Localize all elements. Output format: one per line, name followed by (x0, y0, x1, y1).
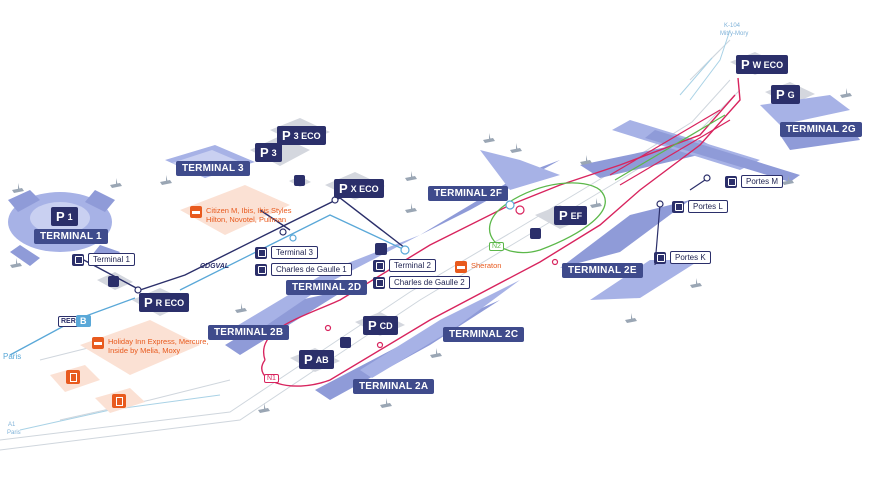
station-cdg-2[interactable]: Charles de Gaulle 2 (373, 276, 470, 289)
parking-p3[interactable]: P 3 (255, 143, 282, 162)
bus-icon (654, 251, 666, 264)
paris-label: Paris (3, 352, 22, 361)
hotel-names: Sheraton (471, 261, 502, 270)
terminal-2d-label[interactable]: TERMINAL 2D (286, 280, 368, 295)
parking-px-eco[interactable]: P X ECO (334, 179, 384, 198)
bus-icon (340, 337, 351, 348)
n2-badge: N2 (489, 242, 504, 251)
train-icon (255, 246, 267, 259)
n2-shuttle-line (488, 182, 606, 254)
terminal-2c-label[interactable]: TERMINAL 2C (443, 327, 525, 342)
station-name: Terminal 2 (389, 259, 436, 272)
parking-pr-eco[interactable]: P R ECO (139, 293, 190, 312)
parking-pw-eco[interactable]: P W ECO (736, 55, 789, 74)
parking-suffix: 3 (271, 147, 277, 158)
train-icon (373, 259, 385, 272)
parking-p-letter: P (260, 145, 269, 160)
parking-pab[interactable]: P AB (299, 350, 334, 369)
terminal-2a-label[interactable]: TERMINAL 2A (353, 379, 435, 394)
parking-suffix: G (787, 89, 795, 100)
station-name: Charles de Gaulle 1 (271, 263, 352, 276)
station-terminal-1[interactable]: Terminal 1 (72, 253, 135, 266)
terminal-2e-label[interactable]: TERMINAL 2E (562, 263, 643, 278)
parking-suffix: CD (379, 320, 393, 331)
parking-suffix: X ECO (350, 183, 379, 194)
cdgval-nodes (289, 200, 515, 255)
n1-badge: N1 (264, 374, 279, 383)
terminal-1-label[interactable]: TERMINAL 1 (34, 229, 108, 244)
terminal-3-label[interactable]: TERMINAL 3 (176, 161, 250, 176)
station-name: Charles de Gaulle 2 (389, 276, 470, 289)
parking-pcd[interactable]: P CD (363, 316, 398, 335)
k104-label: K-104 (724, 23, 741, 29)
rail-lines (609, 109, 731, 186)
hotel-group-2[interactable]: Holiday Inn Express, Mercure, Inside by … (92, 337, 208, 355)
station-name: Portes M (741, 175, 784, 188)
parking-suffix: 1 (67, 211, 73, 222)
terminal-2b-label[interactable]: TERMINAL 2B (208, 325, 290, 340)
bus-icon (725, 175, 737, 188)
station-cdg-1[interactable]: Charles de Gaulle 1 (255, 263, 352, 276)
parking-p-letter: P (282, 128, 291, 143)
k104-sub-label: Mitry-Mory (720, 31, 749, 37)
station-portes-m[interactable]: Portes M (725, 175, 784, 188)
hotel-sheraton[interactable]: Sheraton (455, 261, 501, 273)
parking-p3-eco[interactable]: P 3 ECO (277, 126, 326, 145)
bus-icon (375, 243, 387, 255)
parking-p-letter: P (368, 318, 377, 333)
bus-icon (108, 276, 119, 287)
parking-p-letter: P (776, 87, 785, 102)
train-icon (373, 276, 385, 289)
station-terminal-3[interactable]: Terminal 3 (255, 246, 318, 259)
airplane-icons (10, 88, 852, 413)
hotel-icon (455, 261, 467, 273)
station-name: Terminal 3 (271, 246, 318, 259)
hotel-icon (92, 337, 104, 349)
station-portes-k[interactable]: Portes K (654, 251, 711, 264)
cdgval-line (179, 214, 406, 291)
station-name: Terminal 1 (88, 253, 135, 266)
bus-icon (294, 175, 305, 186)
parking-p1[interactable]: P 1 (51, 207, 78, 226)
terminal-2g-label[interactable]: TERMINAL 2G (780, 122, 862, 137)
parking-p-letter: P (56, 209, 65, 224)
parking-p-letter: P (144, 295, 153, 310)
parking-pef[interactable]: P EF (554, 206, 588, 225)
train-icon (72, 253, 84, 266)
station-name: Portes K (670, 251, 711, 264)
parking-p-letter: P (339, 181, 348, 196)
rer-line (79, 197, 406, 291)
terminal-2f-label[interactable]: TERMINAL 2F (428, 186, 509, 201)
bus-icon (530, 228, 541, 239)
parking-suffix: EF (570, 210, 583, 221)
line-b-badge: B (76, 315, 91, 327)
n1-shuttle-line (261, 77, 741, 387)
a1-label: A1 (8, 422, 16, 428)
station-terminal-2[interactable]: Terminal 2 (373, 259, 436, 272)
bus-icon (672, 200, 684, 213)
hotel-icon (190, 206, 202, 218)
hotel-group-1[interactable]: Citizen M, Ibis, Ibis Styles Hilton, Nov… (190, 206, 291, 224)
parking-pg[interactable]: P G (771, 85, 800, 104)
parking-suffix: 3 ECO (293, 130, 321, 141)
hotel-names: Citizen M, Ibis, Ibis Styles Hilton, Nov… (206, 206, 292, 224)
station-portes-l[interactable]: Portes L (672, 200, 728, 213)
parking-p-letter: P (741, 57, 750, 72)
station-name: Portes L (688, 200, 728, 213)
parking-suffix: R ECO (155, 297, 185, 308)
fuel-station-icon (112, 394, 126, 408)
parking-suffix: W ECO (752, 59, 784, 70)
a1-sub-label: Paris (7, 430, 21, 436)
cdgval-label: CDGVAL (200, 263, 230, 270)
parking-p-letter: P (304, 352, 313, 367)
parking-p-letter: P (559, 208, 568, 223)
fuel-station-icon (66, 370, 80, 384)
hotel-names: Holiday Inn Express, Mercure, Inside by … (108, 337, 209, 355)
train-icon (255, 263, 267, 276)
parking-suffix: AB (315, 354, 329, 365)
